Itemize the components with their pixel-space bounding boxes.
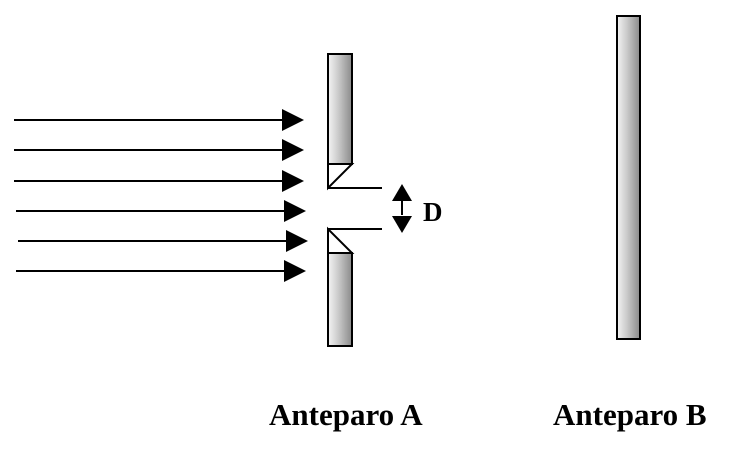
screen-a-upper-half	[327, 53, 353, 165]
slit-width-label: D	[423, 197, 443, 227]
screen-a-lower-half	[327, 252, 353, 347]
incident-ray	[14, 109, 304, 131]
incident-ray	[18, 230, 308, 252]
incident-ray	[14, 170, 304, 192]
screen-a-label: Anteparo A	[269, 397, 423, 432]
screen-b	[616, 15, 641, 340]
incident-rays	[14, 109, 308, 282]
incident-ray	[16, 200, 306, 222]
screen-a-barrier	[327, 53, 382, 347]
upper-slit-edge	[327, 163, 355, 191]
dimension-arrow-up	[392, 184, 412, 201]
incident-ray	[14, 139, 304, 161]
lower-slit-edge	[327, 226, 355, 254]
dimension-arrow-down	[392, 216, 412, 233]
incident-ray	[16, 260, 306, 282]
screen-b-label: Anteparo B	[553, 397, 707, 432]
slit-width-dimension: D	[392, 184, 443, 233]
